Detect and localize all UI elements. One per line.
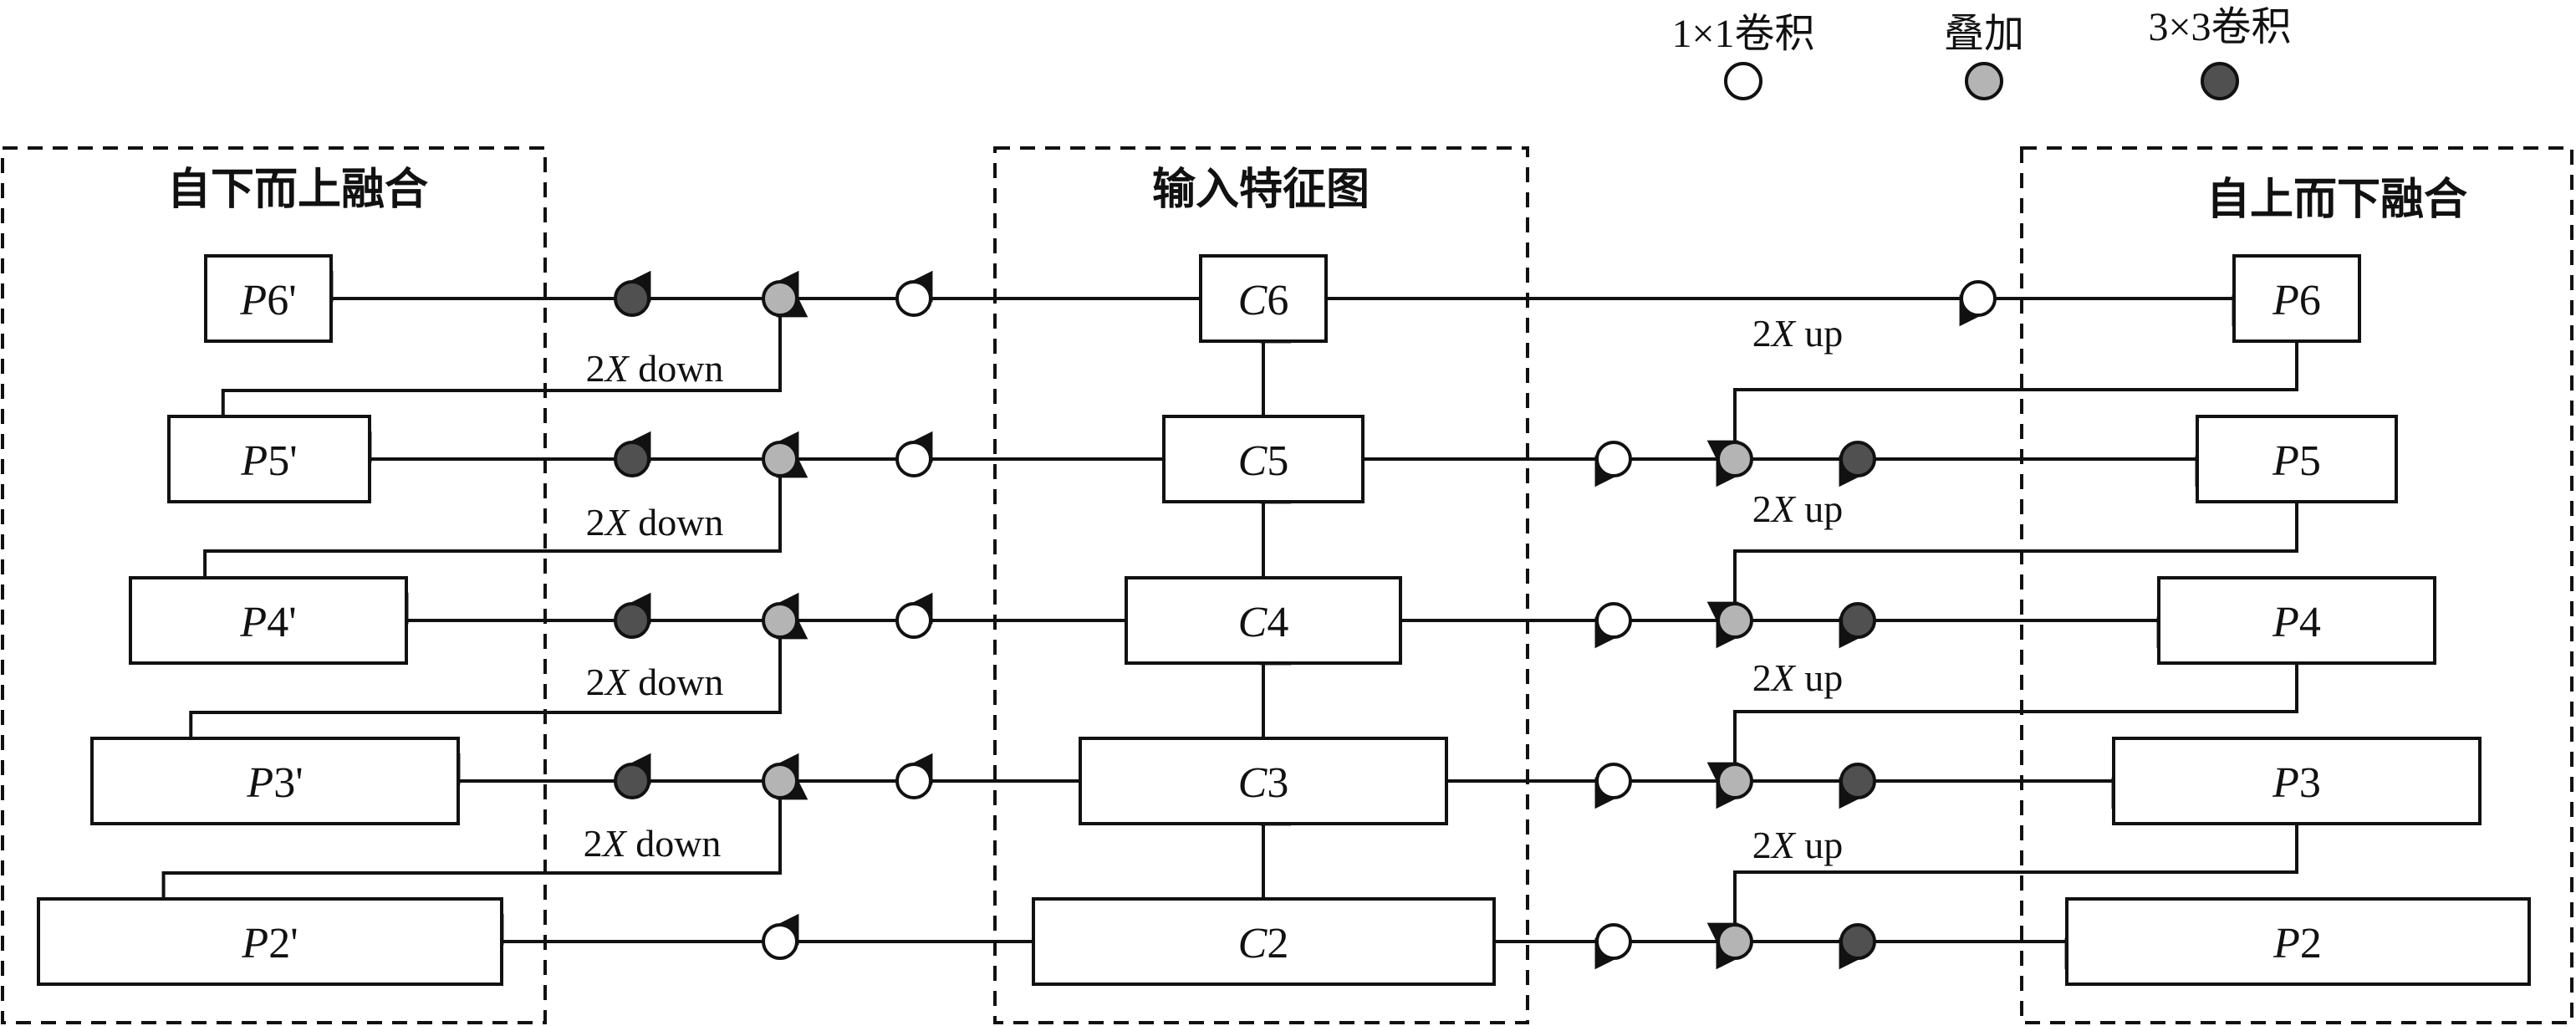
conv1x1-node-left-4 — [895, 602, 932, 639]
edge-2x-down-3-to-4 — [189, 607, 809, 738]
conv3x3-node-left-6 — [614, 280, 650, 317]
box-p4 — [2157, 576, 2436, 665]
edge-2x-up-5-to-4 — [1706, 502, 2298, 634]
box-p2-prime — [37, 897, 503, 986]
conv3x3-node-right-3 — [1839, 763, 1876, 799]
edge-2x-down-4-to-5 — [203, 446, 809, 578]
box-c3 — [1079, 737, 1448, 825]
label-p6: P6 — [2272, 277, 2321, 324]
label-p6-prime: P6' — [239, 277, 296, 324]
label-p3-prime: P3' — [246, 759, 303, 807]
edge-2x-down-2-to-3 — [161, 768, 809, 899]
edge-2x-up-6-to-5 — [1706, 341, 2298, 472]
operation-nodes — [614, 280, 1997, 960]
top-down-fusion-title: 自上而下融合 — [2206, 176, 2467, 224]
label-c2: C2 — [1238, 920, 1289, 967]
legend-conv3-label: 3×3卷积 — [2148, 5, 2291, 49]
up-label-3: 2X up — [1752, 656, 1844, 699]
conv3x3-node-left-4 — [614, 602, 650, 639]
legend-add-icon — [1965, 62, 2003, 100]
conv1x1-node-right-5 — [1595, 441, 1632, 477]
label-c4: C4 — [1238, 599, 1289, 646]
add-node-left-6 — [762, 280, 798, 317]
conv1x1-node-right-3 — [1595, 763, 1632, 799]
label-c5: C5 — [1238, 437, 1289, 485]
conv3x3-node-left-5 — [614, 441, 650, 477]
label-p2: P2 — [2272, 920, 2322, 967]
add-node-right-5 — [1716, 441, 1753, 477]
conv1x1-node-left-5 — [895, 441, 932, 477]
box-p5 — [2196, 415, 2398, 503]
box-p5-prime — [167, 415, 371, 503]
box-p2 — [2065, 897, 2531, 986]
edge-2x-up-4-to-3 — [1706, 663, 2298, 794]
label-p4-prime: P4' — [239, 599, 296, 646]
label-p5: P5 — [2272, 437, 2321, 485]
box-c2 — [1032, 897, 1496, 986]
add-node-right-2 — [1716, 923, 1753, 960]
box-p6-prime — [204, 254, 333, 343]
up-label-1: 2X up — [1752, 312, 1844, 355]
conv1x1-node-right-4 — [1595, 602, 1632, 639]
conv1x1-node-right-6 — [1960, 280, 1997, 317]
box-p3 — [2112, 737, 2482, 825]
input-feature-maps-title: 输入特征图 — [1152, 166, 1370, 214]
label-c3: C3 — [1238, 759, 1289, 807]
edges — [161, 270, 2298, 970]
label-c6: C6 — [1238, 277, 1289, 324]
conv1x1-node-left-3 — [895, 763, 932, 799]
add-node-left-3 — [762, 763, 798, 799]
legend-conv1-icon — [1724, 62, 1762, 100]
bottom-up-output-boxes: P6' P5' P4' P3' P2' — [37, 254, 503, 986]
box-p3-prime — [90, 737, 460, 825]
conv3x3-node-right-4 — [1839, 602, 1876, 639]
up-label-4: 2X up — [1752, 824, 1844, 866]
down-label-4: 2X down — [584, 822, 722, 865]
add-node-left-4 — [762, 602, 798, 639]
label-p2-prime: P2' — [241, 920, 298, 967]
legend-conv3-icon — [2201, 62, 2239, 100]
edge-2x-down-5-to-6 — [221, 285, 809, 416]
input-feature-boxes: C6 C5 C4 C3 C2 — [1032, 254, 1496, 986]
conv1x1-node-left-6 — [895, 280, 932, 317]
legend-conv1-label: 1×1卷积 — [1671, 12, 1814, 56]
box-c6 — [1199, 254, 1328, 343]
box-c5 — [1162, 415, 1365, 503]
bottom-up-fusion-title: 自下而上融合 — [167, 166, 428, 214]
conv1x1-node-right-2 — [1595, 923, 1632, 960]
down-label-1: 2X down — [586, 347, 724, 390]
bottom-up-fusion-group — [1, 146, 547, 1024]
down-labels: 2X down 2X down 2X down 2X down — [584, 347, 724, 865]
label-p4: P4 — [2272, 599, 2321, 646]
up-labels: 2X up 2X up 2X up 2X up — [1752, 312, 1844, 866]
label-p5-prime: P5' — [240, 437, 297, 485]
box-p6 — [2232, 254, 2361, 343]
top-down-output-boxes: P6 P5 P4 P3 P2 — [2065, 254, 2531, 986]
add-node-right-4 — [1716, 602, 1753, 639]
legend-add-label: 叠加 — [1944, 12, 2024, 56]
down-label-3: 2X down — [586, 661, 724, 703]
top-down-fusion-group — [2020, 146, 2573, 1024]
conv3x3-node-right-5 — [1839, 441, 1876, 477]
conv3x3-node-left-3 — [614, 763, 650, 799]
up-label-2: 2X up — [1752, 487, 1844, 530]
add-node-left-5 — [762, 441, 798, 477]
conv1x1-node-left-2 — [762, 923, 798, 960]
conv3x3-node-right-2 — [1839, 923, 1876, 960]
down-label-2: 2X down — [586, 501, 724, 544]
box-c4 — [1125, 576, 1402, 665]
edge-2x-up-3-to-2 — [1706, 824, 2298, 955]
legend: 1×1卷积 叠加 3×3卷积 — [1671, 5, 2292, 100]
box-p4-prime — [129, 576, 408, 665]
add-node-right-3 — [1716, 763, 1753, 799]
label-p3: P3 — [2272, 759, 2321, 807]
